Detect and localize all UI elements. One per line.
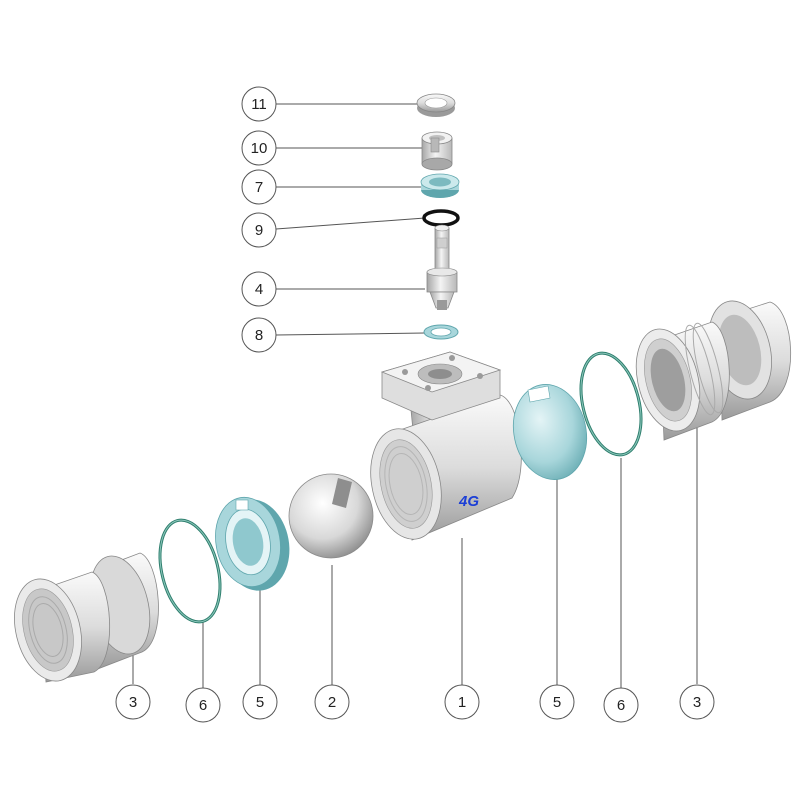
part-9-o-ring: [422, 209, 460, 227]
part-3-union-left: [14, 552, 159, 683]
callouts-bottom: 3 6 5 2 1 5 6 3: [115, 684, 715, 723]
callout-10-label: 10: [251, 140, 268, 157]
callout-6-right-label: 6: [617, 697, 625, 714]
callout-10: 10: [241, 130, 277, 166]
callout-8: 8: [241, 317, 277, 353]
callout-7: 7: [241, 169, 277, 205]
part-2-ball: [288, 473, 374, 559]
callout-7-label: 7: [255, 179, 263, 196]
part-6-o-ring-right: [579, 351, 643, 457]
brand-mark-text: 4G: [458, 493, 479, 510]
callout-5-left-label: 5: [256, 694, 264, 711]
callout-11-label: 11: [251, 96, 267, 113]
callout-5-right: 5: [539, 684, 575, 720]
part-5-seat-left: [215, 496, 290, 591]
part-7-stem-seal: [420, 173, 460, 198]
callout-3-left-label: 3: [129, 694, 137, 711]
callout-6-left-label: 6: [199, 697, 207, 714]
part-5-seat-right: [512, 384, 588, 480]
callout-5-right-label: 5: [553, 694, 561, 711]
leader-line-8: [275, 332, 426, 336]
part-1-body: 4G: [370, 351, 522, 541]
callout-5-left: 5: [242, 684, 278, 720]
part-3-union-right: [635, 300, 792, 441]
callout-8-label: 8: [255, 327, 263, 344]
callout-3-left: 3: [115, 684, 151, 720]
callout-3-right-label: 3: [693, 694, 701, 711]
leader-line-9: [275, 217, 426, 230]
callout-1: 1: [444, 684, 480, 720]
leader-lines: [132, 103, 698, 688]
callout-3-right: 3: [679, 684, 715, 720]
part-4-stem: [426, 224, 458, 310]
callout-9: 9: [241, 212, 277, 248]
part-10-gland: [421, 131, 453, 171]
callout-11: 11: [241, 86, 277, 122]
callout-9-label: 9: [255, 222, 263, 239]
callout-6-right: 6: [603, 687, 639, 723]
callout-4: 4: [241, 271, 277, 307]
callout-6-left: 6: [185, 687, 221, 723]
callout-4-label: 4: [255, 281, 263, 298]
part-8-seal-ring: [423, 324, 459, 340]
part-6-o-ring-left: [158, 518, 222, 624]
part-11-gland-nut: [416, 93, 456, 117]
callout-1-label: 1: [458, 694, 466, 711]
callouts-top: 11 10 7 9 4 8: [241, 86, 277, 353]
callout-2: 2: [314, 684, 350, 720]
callout-2-label: 2: [328, 694, 336, 711]
